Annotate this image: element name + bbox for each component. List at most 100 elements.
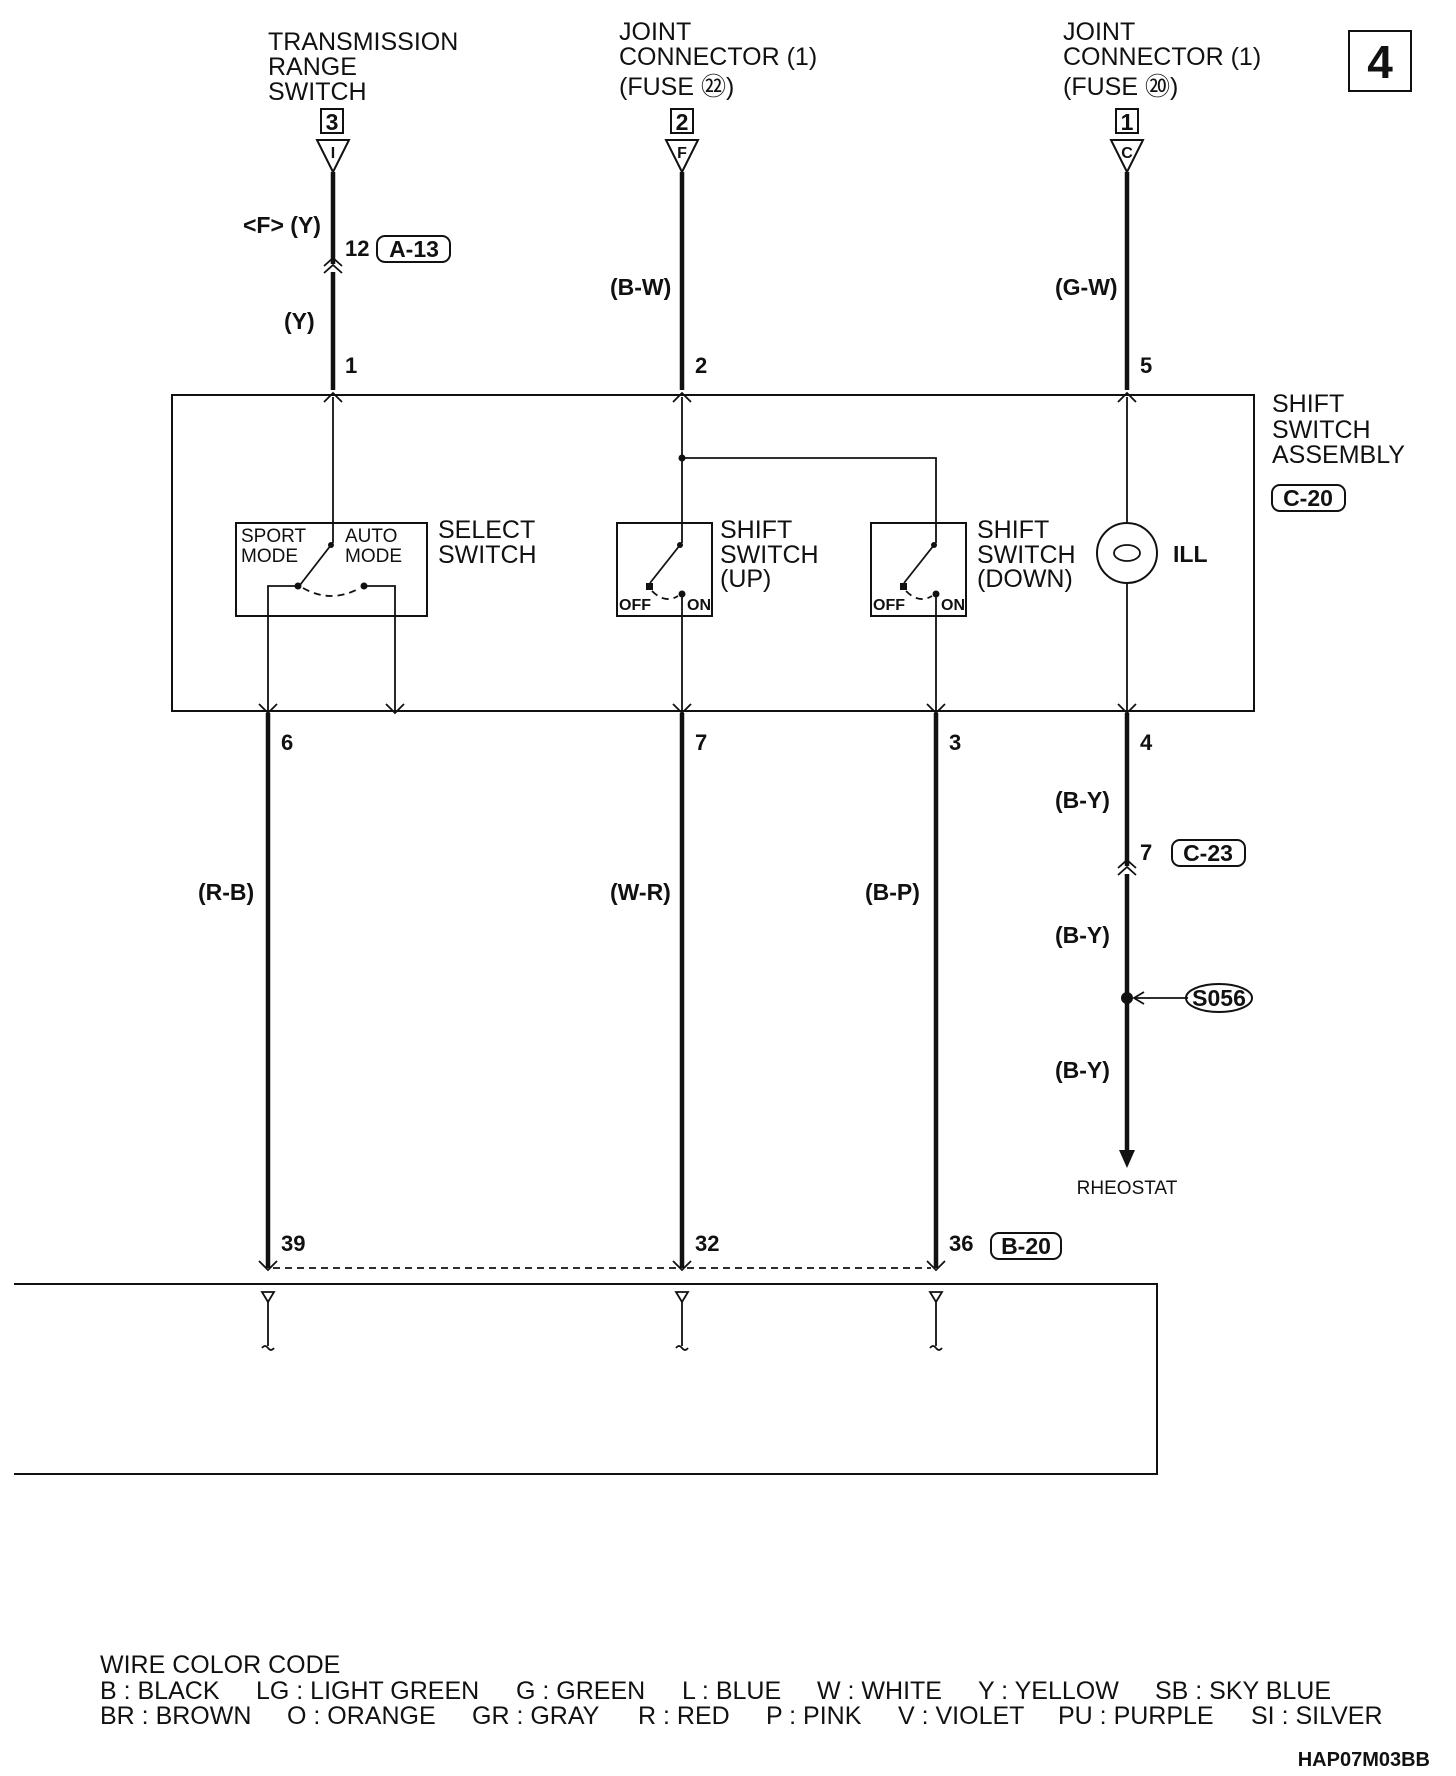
wire-color-label: (B-Y) — [1055, 1057, 1110, 1083]
wire-pin-7: 7 (W-R) 32 — [610, 713, 719, 1268]
wire-color-label: (Y) — [284, 308, 315, 334]
source-label-line: CONNECTOR (1) — [619, 43, 817, 71]
terminal-triangle — [1109, 139, 1145, 175]
pin-number: 1 — [345, 353, 357, 378]
control-unit — [14, 1283, 1158, 1475]
auto-mode-label: AUTO — [345, 526, 397, 547]
ecu-pin: 32 — [695, 1231, 719, 1256]
legend-entry: PU : PURPLE — [1058, 1702, 1214, 1730]
legend-entry: R : RED — [638, 1702, 730, 1730]
legend-entry: W : WHITE — [817, 1677, 942, 1705]
sport-mode-label: SPORT — [241, 526, 307, 547]
legend-entry: P : PINK — [766, 1702, 862, 1730]
connector-ref: 3 — [326, 109, 339, 135]
legend-title: WIRE COLOR CODE — [100, 1651, 340, 1679]
select-switch: SPORT MODE AUTO MODE SELECT SWITCH — [235, 397, 537, 710]
arrow-down-icon — [1119, 1150, 1135, 1168]
wire-color-label: (B-P) — [865, 879, 920, 905]
source-label-line: (FUSE ⑳) — [1063, 73, 1178, 101]
auto-mode-label: MODE — [345, 546, 402, 567]
lamp-icon — [1113, 544, 1141, 562]
wire-pin-3: 3 (B-P) 36 — [865, 713, 973, 1268]
legend-entry: L : BLUE — [682, 1677, 781, 1705]
pin-entry-arrow — [672, 391, 692, 403]
connector-id: C-23 — [1183, 840, 1233, 866]
source-label-line: JOINT — [1063, 18, 1135, 46]
terminal-letter: I — [331, 145, 335, 162]
wire-pin-6: 6 (R-B) 39 — [198, 713, 305, 1268]
legend-entry: GR : GRAY — [472, 1702, 600, 1730]
legend-entry: BR : BROWN — [100, 1702, 251, 1730]
sport-mode-label: MODE — [241, 546, 298, 567]
legend-entry: LG : LIGHT GREEN — [256, 1677, 479, 1705]
pin-number: 3 — [949, 730, 961, 755]
source-label-line: (FUSE ㉒) — [619, 73, 734, 101]
connector-id-box — [1271, 484, 1346, 512]
legend-entry: G : GREEN — [516, 1677, 645, 1705]
wire-color-label: (R-B) — [198, 879, 254, 905]
connector-arrow — [323, 256, 343, 274]
shift-up-label: (UP) — [720, 565, 771, 593]
connector-id-box — [1171, 839, 1246, 867]
source-transmission-range-switch: TRANSMISSION RANGE SWITCH 3 I — [268, 28, 458, 175]
legend-entry: B : BLACK — [100, 1677, 220, 1705]
terminal-letter: C — [1121, 145, 1133, 162]
wire-color-code-legend: WIRE COLOR CODE B : BLACK LG : LIGHT GRE… — [100, 1651, 1383, 1730]
terminal-triangle — [315, 139, 351, 175]
wire-fuse-22: (B-W) 2 — [610, 172, 707, 390]
connector-pin: 12 — [345, 236, 369, 261]
ecu-pin: 36 — [949, 1231, 973, 1256]
source-joint-connector-fuse-20: JOINT CONNECTOR (1) (FUSE ⑳) 1 C — [1063, 18, 1261, 175]
page-number: 4 — [1367, 36, 1393, 88]
wire-fuse-20: (G-W) 5 — [1055, 172, 1152, 390]
wire-color-label: (B-W) — [610, 274, 671, 300]
legend-entry: O : ORANGE — [287, 1702, 436, 1730]
ill-label: ILL — [1173, 541, 1208, 567]
on-label: ON — [687, 597, 711, 614]
document-id: HAP07M03BB — [1298, 1749, 1430, 1771]
connector-ref-box — [670, 108, 694, 134]
splice-point — [1121, 992, 1133, 1004]
connector-ref-box — [320, 108, 344, 134]
shift-switch-down: OFF ON SHIFT SWITCH (DOWN) — [870, 516, 1076, 710]
shift-down-label: SHIFT — [977, 516, 1049, 544]
ecu-connector-b20: B-20 — [258, 1232, 1062, 1272]
terminal-triangle — [664, 139, 700, 175]
shift-up-label: SHIFT — [720, 516, 792, 544]
shift-down-label: (DOWN) — [977, 565, 1073, 593]
legend-entry: Y : YELLOW — [978, 1677, 1119, 1705]
source-label-line: CONNECTOR (1) — [1063, 43, 1261, 71]
assembly-label-line: SWITCH — [1272, 416, 1371, 444]
off-label: OFF — [619, 597, 651, 614]
source-label-line: RANGE — [268, 53, 357, 81]
source-joint-connector-fuse-22: JOINT CONNECTOR (1) (FUSE ㉒) 2 F — [619, 18, 817, 175]
assembly-label-line: SHIFT — [1272, 390, 1344, 418]
connector-ref: 1 — [1121, 109, 1134, 135]
wire-pin-4: 4 (B-Y) 7 C-23 (B-Y) S056 (B-Y) RHEOSTAT — [1055, 713, 1253, 1199]
off-label: OFF — [873, 597, 905, 614]
connector-ref-box — [1115, 108, 1139, 134]
splice-id-box — [1185, 983, 1253, 1013]
wire-color-label: (B-Y) — [1055, 787, 1110, 813]
pin-exit-arrow — [385, 703, 405, 715]
connector-id: B-20 — [1001, 1233, 1051, 1259]
source-label-line: TRANSMISSION — [268, 28, 458, 56]
shift-down-label: SWITCH — [977, 541, 1076, 569]
wire-color-label: (B-Y) — [1055, 922, 1110, 948]
shift-switch-assembly: SHIFT SWITCH ASSEMBLY C-20 — [171, 390, 1405, 715]
select-switch-label: SELECT — [438, 516, 535, 544]
legend-entry: SI : SILVER — [1251, 1702, 1383, 1730]
connector-id: A-13 — [389, 236, 439, 262]
shift-up-label: SWITCH — [720, 541, 819, 569]
shift-switch-up: OFF ON SHIFT SWITCH (UP) — [616, 397, 937, 710]
connector-id-box — [990, 1232, 1062, 1260]
connector-id: C-20 — [1283, 485, 1333, 511]
pin-number: 7 — [695, 730, 707, 755]
terminal-letter: F — [677, 145, 687, 162]
pin-number: 6 — [281, 730, 293, 755]
rheostat-label: RHEOSTAT — [1077, 1178, 1178, 1199]
pin-number: 4 — [1140, 730, 1153, 755]
pin-entry-arrow — [1117, 391, 1137, 403]
wire-transmission-range: <F> (Y) (Y) 12 A-13 1 — [243, 172, 451, 390]
